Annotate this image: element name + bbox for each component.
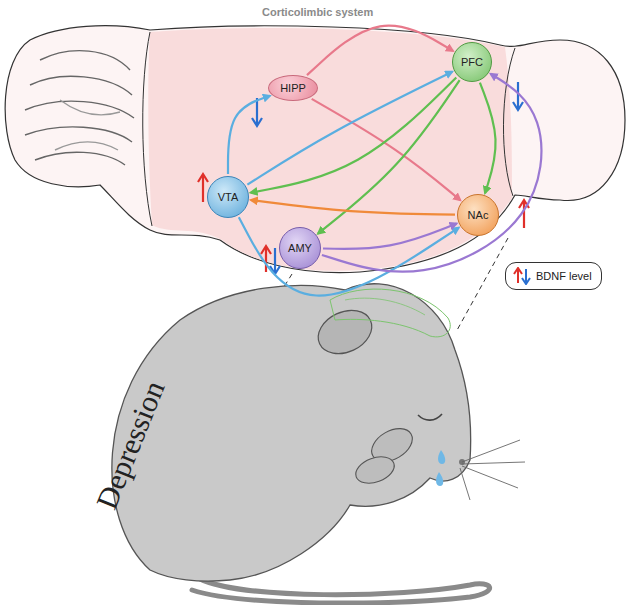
- illustration-part: [345, 298, 425, 315]
- down-arrow: [525, 269, 527, 282]
- region-name: VTA: [218, 191, 239, 203]
- illustration-part: [60, 100, 120, 115]
- illustration-part: [40, 51, 130, 70]
- illustration-part: [265, 248, 267, 272]
- illustration-part: [55, 142, 118, 150]
- projection-arrow: [312, 99, 461, 200]
- vta-node: VTA: [207, 176, 249, 218]
- hippocampus-node: HIPP: [268, 75, 318, 101]
- illustration-part: [438, 450, 445, 464]
- projection-arrow: [480, 83, 496, 194]
- illustration-part: [25, 127, 132, 142]
- down-arrow: [522, 278, 530, 284]
- bdnf-arrows: [198, 82, 529, 274]
- up-arrow: [517, 270, 519, 283]
- region-name: PFC: [461, 56, 483, 68]
- up-arrow: [514, 268, 522, 283]
- illustration-part: [143, 32, 152, 226]
- illustration-part: [252, 118, 262, 126]
- projection-arrow: [251, 200, 455, 215]
- projection-arrow: [307, 26, 453, 76]
- illustration-part: [513, 102, 523, 110]
- amygdala-node: AMY: [279, 227, 321, 269]
- illustration-part: [523, 202, 525, 228]
- illustration-part: [436, 472, 443, 486]
- illustration-part: [112, 284, 471, 581]
- illustration-part: [418, 414, 442, 420]
- illustration-part: [330, 289, 450, 337]
- illustration-part: [25, 101, 134, 118]
- legend-box: BDNF level: [505, 262, 602, 290]
- illustration-part: [5, 26, 625, 273]
- illustration-part: [503, 48, 515, 196]
- illustration-part: [460, 468, 470, 500]
- up-arrow: [514, 268, 522, 274]
- down-arrow: [522, 269, 530, 284]
- projection-arrow: [239, 217, 459, 295]
- legend-text: BDNF level: [536, 270, 592, 282]
- brain-outline: [5, 26, 625, 273]
- illustration-part: [460, 440, 525, 500]
- illustration-part: [462, 440, 520, 462]
- legend-arrows: [512, 267, 532, 285]
- cerebellum-folia: [25, 51, 134, 165]
- region-name: AMY: [288, 242, 312, 254]
- mouse-body-label: Depression: [89, 376, 171, 514]
- region-name: HIPP: [280, 82, 306, 94]
- illustration-part: [148, 28, 512, 271]
- illustration-part: [198, 174, 208, 182]
- illustration-part: [274, 248, 276, 272]
- region-name: NAc: [468, 209, 489, 221]
- projection-arrow: [228, 96, 270, 174]
- illustration-part: [202, 176, 204, 202]
- illustration-part: [456, 238, 508, 332]
- illustration-part: [192, 578, 490, 603]
- illustration-part: [35, 152, 125, 165]
- region-title: Corticolimbic system: [262, 6, 373, 18]
- projection-arrow: [322, 74, 541, 272]
- pfc-node: PFC: [452, 42, 492, 82]
- illustration-part: [311, 302, 379, 362]
- projection-arrow: [323, 224, 457, 249]
- mouse-figure: [112, 284, 525, 603]
- projection-arrow: [247, 72, 452, 185]
- illustration-part: [30, 76, 132, 95]
- nac-node: NAc: [457, 194, 499, 236]
- illustration-part: [462, 466, 518, 488]
- illustration-part: [261, 246, 271, 254]
- illustration-part: [462, 462, 525, 464]
- illustration-part: [352, 452, 398, 488]
